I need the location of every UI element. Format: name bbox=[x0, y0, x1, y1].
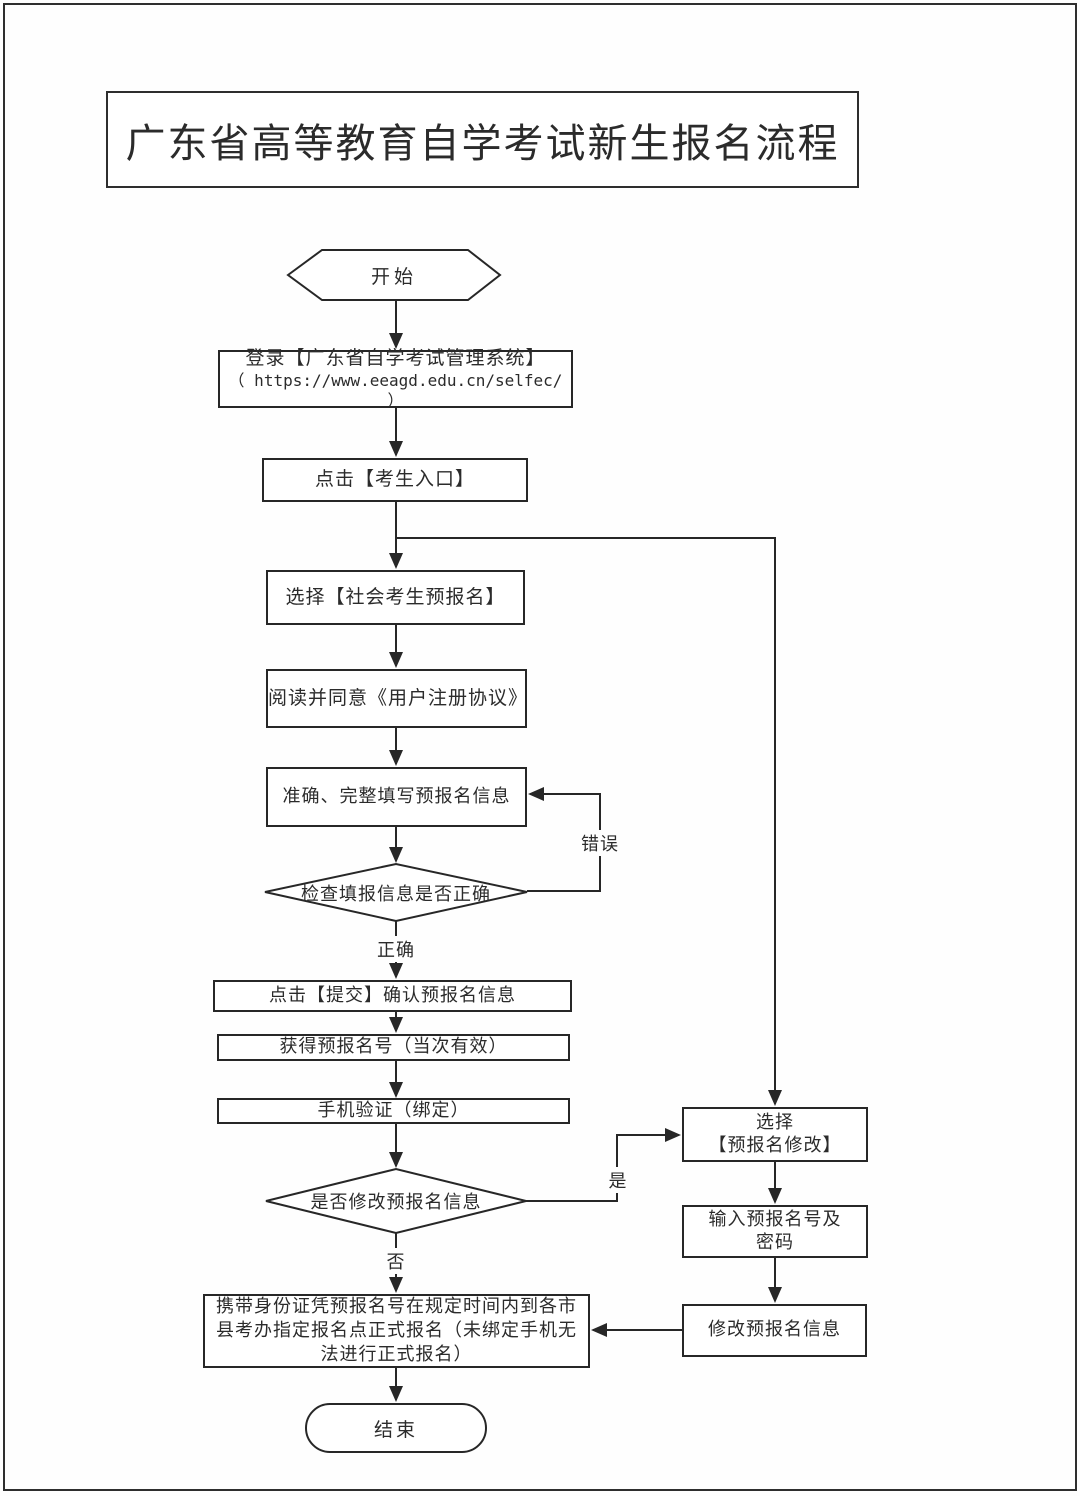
node-get-prereg-number: 获得预报名号（当次有效） bbox=[217, 1034, 570, 1061]
node-choose-modify-line2: 【预报名修改】 bbox=[708, 1134, 842, 1156]
node-choose-prereg: 选择【社会考生预报名】 bbox=[266, 570, 525, 625]
node-choose-modify-line1: 选择 bbox=[756, 1112, 794, 1133]
node-submit-confirm: 点击【提交】确认预报名信息 bbox=[213, 980, 572, 1012]
node-login-line1: 登录【广东省自学考试管理系统】 bbox=[245, 347, 546, 370]
connector-branch-to-modify-column bbox=[396, 537, 776, 1104]
edge-label-yes: 是 bbox=[605, 1167, 631, 1193]
node-fill-info: 准确、完整填写预报名信息 bbox=[266, 767, 527, 827]
arrowheads-right bbox=[665, 1128, 681, 1142]
node-candidate-entrance: 点击【考生入口】 bbox=[262, 458, 528, 502]
connector-yes-branch bbox=[526, 1134, 679, 1202]
arrowheads-left bbox=[528, 787, 607, 1337]
edge-label-no: 否 bbox=[383, 1248, 409, 1274]
edge-label-correct: 正确 bbox=[370, 936, 422, 962]
flowchart-title: 广东省高等教育自学考试新生报名流程 bbox=[106, 91, 859, 188]
node-choose-modify: 选择 【预报名修改】 bbox=[682, 1107, 868, 1162]
node-login-url: （ https://www.eeagd.edu.cn/selfec/ ） bbox=[228, 370, 563, 410]
node-login-system: 登录【广东省自学考试管理系统】 （ https://www.eeagd.edu.… bbox=[218, 347, 573, 410]
start-node: 开始 bbox=[370, 265, 417, 288]
node-input-number-line2: 密码 bbox=[756, 1231, 794, 1253]
edge-label-error: 错误 bbox=[572, 830, 628, 856]
arrowheads-down bbox=[389, 333, 782, 1402]
end-node: 结束 bbox=[305, 1403, 487, 1453]
node-check-decision: 检查填报信息是否正确 bbox=[301, 883, 491, 905]
page-border bbox=[3, 3, 1077, 1491]
node-modify-info: 修改预报名信息 bbox=[682, 1304, 867, 1357]
node-input-number-line1: 输入预报名号及 bbox=[708, 1209, 842, 1230]
node-modify-decision: 是否修改预报名信息 bbox=[310, 1192, 482, 1213]
node-phone-verify: 手机验证（绑定） bbox=[217, 1098, 570, 1124]
node-formal-registration: 携带身份证凭预报名号在规定时间内到各市县考办指定报名点正式报名（未绑定手机无法进… bbox=[203, 1294, 590, 1368]
node-input-number-password: 输入预报名号及 密码 bbox=[682, 1205, 868, 1258]
start-hexagon-shape bbox=[286, 249, 502, 301]
node-user-agreement: 阅读并同意《用户注册协议》 bbox=[266, 669, 527, 728]
